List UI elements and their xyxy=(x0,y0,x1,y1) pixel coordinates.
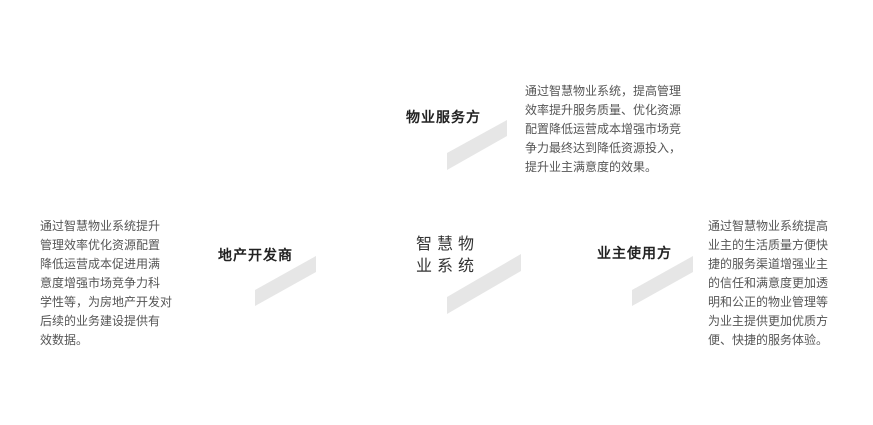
developer-desc-line: 学性等，为房地产开发对 xyxy=(40,295,173,309)
owner-desc-line: 捷的服务渠道增强业主 xyxy=(708,257,829,271)
developer-label: 地产开发商 xyxy=(218,248,293,264)
service-desc-line: 效率提升服务质量、优化资源 xyxy=(525,103,682,117)
service-description: 通过智慧物业系统，提高管理 效率提升服务质量、优化资源 配置降低运营成本增强市场… xyxy=(525,82,681,177)
stripe-owner xyxy=(632,256,693,306)
service-desc-line: 争力最终达到降低资源投入， xyxy=(525,141,682,155)
owner-desc-line: 为业主提供更加优质方 xyxy=(708,314,829,328)
service-desc-line: 提升业主满意度的效果。 xyxy=(525,160,658,174)
stripe-center xyxy=(447,254,521,314)
developer-desc-line: 后续的业务建设提供有 xyxy=(40,314,161,328)
owner-desc-line: 通过智慧物业系统提高 xyxy=(708,219,829,233)
stripe-service xyxy=(447,120,507,170)
developer-desc-line: 降低运营成本促进用满 xyxy=(40,257,161,271)
service-desc-line: 通过智慧物业系统，提高管理 xyxy=(525,84,682,98)
center-title-line1: 智慧物 xyxy=(416,234,480,253)
developer-desc-line: 效数据。 xyxy=(40,333,89,347)
owner-desc-line: 业主的生活质量方便快 xyxy=(708,238,829,252)
developer-desc-line: 管理效率优化资源配置 xyxy=(40,238,161,252)
developer-desc-line: 意度增强市场竞争力科 xyxy=(40,276,161,290)
developer-desc-line: 通过智慧物业系统提升 xyxy=(40,219,161,233)
owner-desc-line: 便、快捷的服务体验。 xyxy=(708,333,829,347)
owner-description: 通过智慧物业系统提高 业主的生活质量方便快 捷的服务渠道增强业主 的信任和满意度… xyxy=(708,217,828,350)
center-title: 智慧物 业系统 xyxy=(416,233,479,277)
stripe-developer xyxy=(255,256,316,306)
service-label: 物业服务方 xyxy=(406,110,481,126)
service-desc-line: 配置降低运营成本增强市场竞 xyxy=(525,122,682,136)
developer-description: 通过智慧物业系统提升 管理效率优化资源配置 降低运营成本促进用满 意度增强市场竞… xyxy=(40,217,172,350)
owner-desc-line: 明和公正的物业管理等 xyxy=(708,295,829,309)
center-title-line2: 业系统 xyxy=(416,256,480,275)
owner-desc-line: 的信任和满意度更加透 xyxy=(708,276,829,290)
owner-label: 业主使用方 xyxy=(597,246,672,262)
